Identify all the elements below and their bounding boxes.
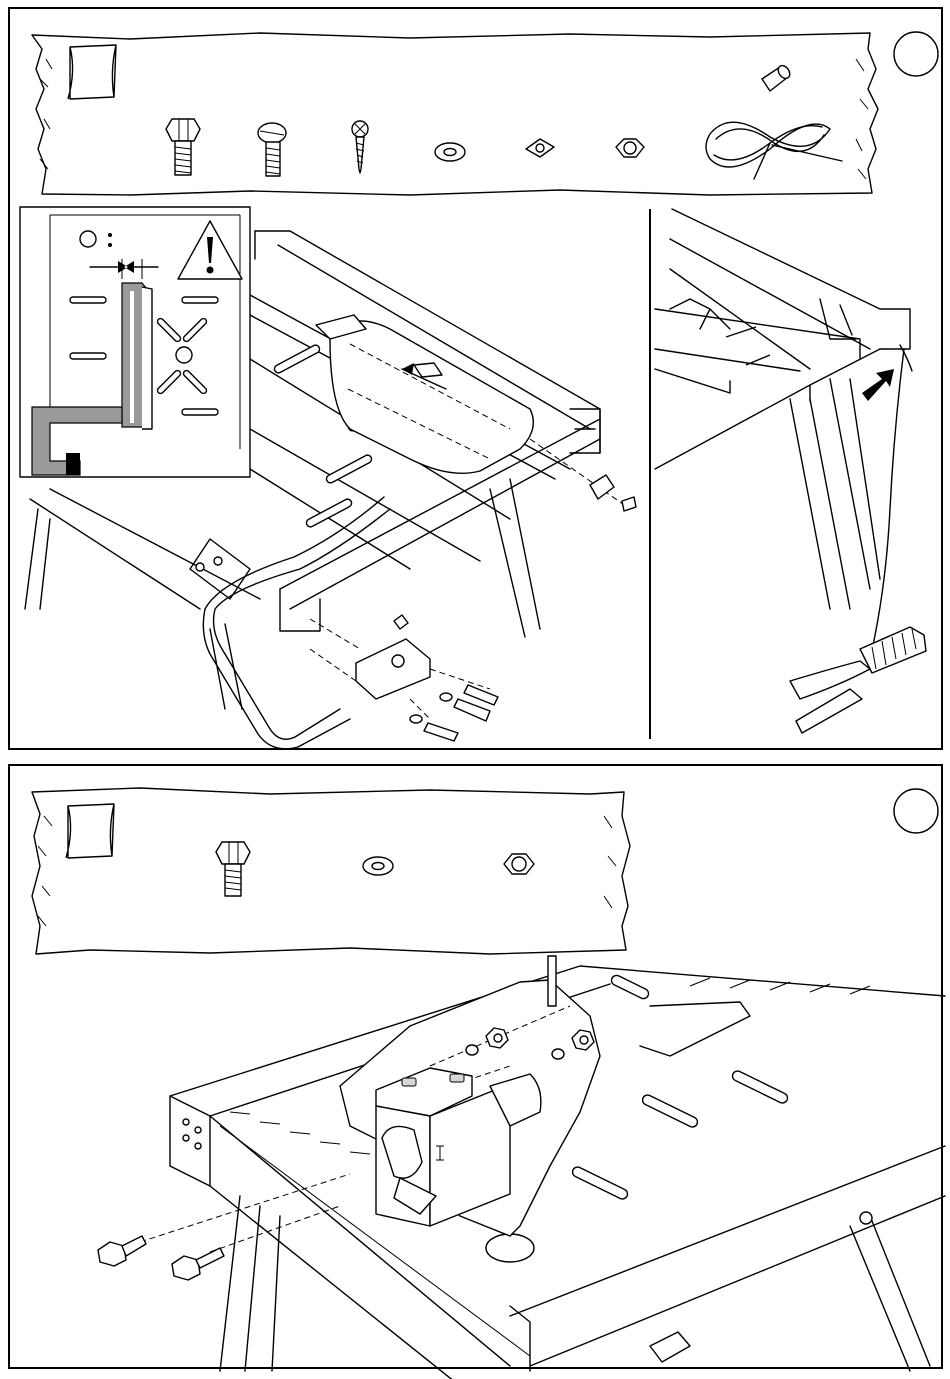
spacer-screw-assembly — [530, 439, 636, 511]
parts-banner — [32, 33, 878, 195]
parts-bag-icon — [66, 804, 114, 858]
plug-drawing — [790, 627, 926, 733]
washer-icon — [435, 143, 465, 161]
step-number-circle — [894, 32, 938, 76]
parts-banner — [32, 788, 630, 954]
saw-unit-drawing — [316, 315, 533, 473]
cord-attachment-drawing — [655, 209, 912, 659]
step-panel-bottom — [8, 764, 943, 1369]
handle-bar-drawing — [203, 497, 390, 749]
parts-bag-icon — [68, 45, 116, 99]
front-bolts-drawing — [98, 1174, 350, 1280]
washer-icon — [363, 857, 393, 875]
bracket-bolt-assembly — [310, 615, 498, 741]
step-panel-top — [8, 7, 943, 750]
step-bottom-illustration — [10, 766, 945, 1371]
step-number-circle — [894, 789, 938, 833]
step-top-illustration — [10, 9, 945, 752]
